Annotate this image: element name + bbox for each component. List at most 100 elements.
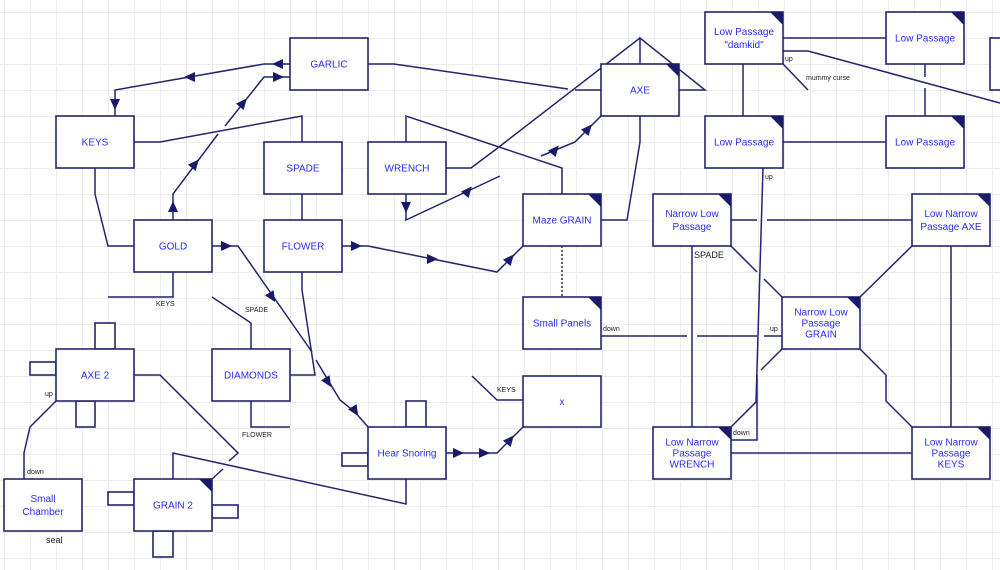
arrow-icon [273,72,284,82]
room-label-line: DIAMONDS [224,371,278,382]
room-low-passage-3[interactable]: Low Passage [885,115,965,169]
room-box[interactable] [367,141,447,195]
room-box[interactable] [911,426,991,480]
room-box[interactable] [652,426,732,480]
connection-line [134,374,240,462]
room-box[interactable] [522,193,602,247]
room-box[interactable] [211,348,291,402]
room-spade[interactable]: SPADE [263,141,343,195]
room-box[interactable] [263,141,343,195]
room-box[interactable] [704,115,784,169]
room-box[interactable] [652,193,732,247]
room-box[interactable] [885,11,965,65]
arrow-icon [351,241,362,251]
room-label-line: GARLIC [310,60,347,71]
room-box[interactable] [600,63,680,117]
room-low-passage-1[interactable]: Low Passage [885,11,965,65]
room-offscreen-room[interactable] [989,37,1000,91]
room-box[interactable] [911,193,991,247]
room-axe[interactable]: AXE [600,63,680,117]
room-box[interactable] [55,115,135,169]
connection-line [368,63,569,90]
arrow-icon [580,124,592,137]
corner-flag-icon [666,64,679,77]
room-box[interactable] [3,478,83,532]
room-box[interactable] [289,37,369,91]
room-label-line: WRENCH [670,460,715,471]
room-label-line: Maze GRAIN [533,216,592,227]
room-box[interactable] [55,348,135,402]
room-diamonds[interactable]: DIAMONDS [211,348,291,402]
corner-flag-icon [977,427,990,440]
connection-line [114,63,290,116]
connection-line [763,278,783,298]
room-label: GRAIN 2 [153,501,193,512]
room-box[interactable] [989,37,1000,91]
room-label-line: Narrow Low [665,209,719,220]
exit-stub [94,322,116,350]
room-garlic[interactable]: GARLIC [289,37,369,91]
room-box[interactable] [133,478,213,532]
room-label-line: KEYS [938,460,965,471]
room-box[interactable] [522,375,602,428]
exit-stub [341,452,369,467]
room-label: KEYS [82,138,109,149]
corner-flag-icon [951,12,964,25]
room-label: FLOWER [282,242,325,253]
room-gold[interactable]: GOLD [133,219,213,273]
arrow-icon [460,186,472,199]
room-x[interactable]: x [522,375,602,428]
room-label-line: GRAIN [805,330,837,341]
room-flower[interactable]: FLOWER [263,219,343,273]
connection-line [859,348,913,428]
connection-line [94,168,134,247]
arrow-icon [502,254,514,267]
connection-line [172,452,407,505]
room-box[interactable] [133,219,213,273]
room-label: GARLIC [310,60,347,71]
room-box[interactable] [704,11,784,65]
arrow-icon [221,241,232,251]
room-label-line: AXE 2 [81,371,110,382]
rooms: GARLIC KEYS SPADE WRENCH GOLD FLOWER AXE Maze G… [3,11,1000,532]
arrow-icon [479,448,490,458]
room-box[interactable] [263,219,343,273]
room-wrench[interactable]: WRENCH [367,141,447,195]
connection-line [224,76,290,127]
corner-flag-icon [718,194,731,207]
note-wrench-down: down [733,430,750,437]
exit-stubs [29,322,427,558]
room-label: GOLD [159,242,187,253]
connection-line [730,245,758,273]
room-axe-2[interactable]: AXE 2 [55,348,135,402]
room-label-line: Low Passage [714,27,774,38]
room-low-passage-damkid[interactable]: Low Passage"damkid" [704,11,784,65]
room-hear-snoring[interactable]: Hear Snoring [367,426,447,480]
room-small-panels[interactable]: Small Panels [522,296,602,350]
room-box[interactable] [367,426,447,480]
connection-line [134,115,303,143]
connection-line [405,114,563,194]
room-grain-2[interactable]: GRAIN 2 [133,478,213,532]
room-label-line: FLOWER [282,242,325,253]
room-box[interactable] [522,296,602,350]
room-box[interactable] [781,296,861,350]
arrow-icon [235,98,247,111]
room-label-line: x [560,397,565,408]
room-label-line: SPADE [286,164,319,175]
room-maze-grain[interactable]: Maze GRAIN [522,193,602,247]
arrow-icon [547,145,559,158]
room-low-passage-2[interactable]: Low Passage [704,115,784,169]
connection-line [108,272,174,298]
room-box[interactable] [885,115,965,169]
room-keys[interactable]: KEYS [55,115,135,169]
room-label-line: GRAIN 2 [153,501,193,512]
